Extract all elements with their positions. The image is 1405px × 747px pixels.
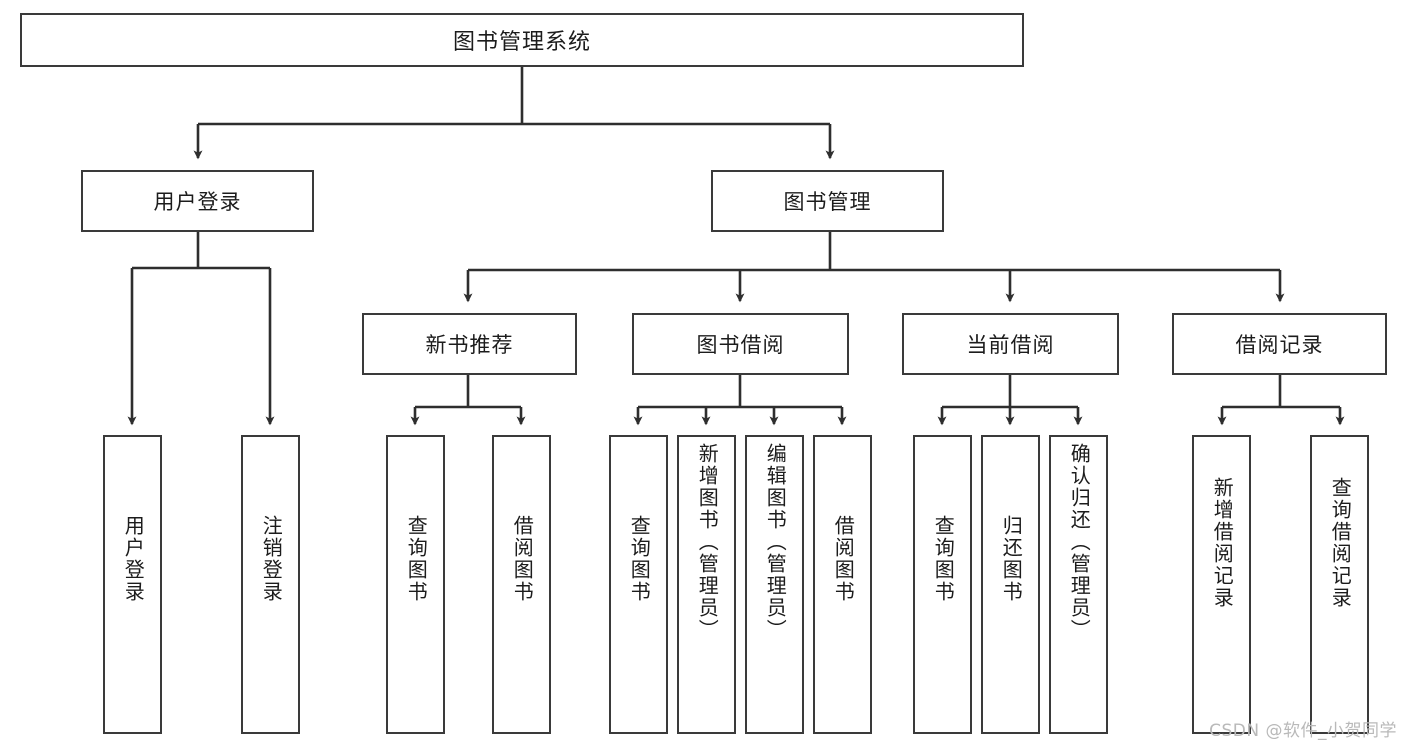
- node-leaf-confirm-return[interactable]: 确认归还（管理员）: [1049, 435, 1108, 734]
- node-leaf-borrow-book-2-label: 借阅图书: [831, 515, 856, 603]
- node-new-book-recommend-label: 新书推荐: [425, 333, 514, 357]
- node-leaf-query-record[interactable]: 查询借阅记录: [1310, 435, 1369, 734]
- node-leaf-query-record-label: 查询借阅记录: [1328, 477, 1353, 609]
- node-leaf-user-login[interactable]: 用户登录: [103, 435, 162, 734]
- node-book-manage-label: 图书管理: [783, 190, 872, 214]
- node-leaf-logout-login[interactable]: 注销登录: [241, 435, 300, 734]
- node-root[interactable]: 图书管理系统: [20, 13, 1024, 67]
- node-leaf-add-book-label: 新增图书（管理员）: [695, 443, 720, 641]
- node-user-login[interactable]: 用户登录: [81, 170, 314, 232]
- node-leaf-borrow-book-1-label: 借阅图书: [510, 515, 535, 603]
- node-new-book-recommend[interactable]: 新书推荐: [362, 313, 577, 375]
- node-leaf-confirm-return-label: 确认归还（管理员）: [1067, 443, 1092, 641]
- node-leaf-borrow-book-2[interactable]: 借阅图书: [813, 435, 872, 734]
- node-leaf-add-book[interactable]: 新增图书（管理员）: [677, 435, 736, 734]
- node-current-borrow-label: 当前借阅: [966, 333, 1055, 357]
- node-leaf-edit-book-label: 编辑图书（管理员）: [763, 443, 788, 641]
- node-leaf-add-record[interactable]: 新增借阅记录: [1192, 435, 1251, 734]
- node-leaf-query-book-1-label: 查询图书: [404, 515, 429, 603]
- node-leaf-user-login-label: 用户登录: [121, 515, 146, 603]
- node-leaf-query-book-2[interactable]: 查询图书: [609, 435, 668, 734]
- node-leaf-query-book-3-label: 查询图书: [931, 515, 956, 603]
- csdn-watermark: CSDN @软件_小贺同学: [1209, 721, 1397, 741]
- node-current-borrow[interactable]: 当前借阅: [902, 313, 1119, 375]
- node-leaf-return-book-label: 归还图书: [999, 515, 1024, 603]
- node-leaf-return-book[interactable]: 归还图书: [981, 435, 1040, 734]
- node-leaf-logout-login-label: 注销登录: [259, 515, 284, 603]
- node-book-borrow-label: 图书借阅: [696, 333, 785, 357]
- node-book-borrow[interactable]: 图书借阅: [632, 313, 849, 375]
- node-leaf-query-book-2-label: 查询图书: [627, 515, 652, 603]
- node-leaf-add-record-label: 新增借阅记录: [1210, 477, 1235, 609]
- node-root-label: 图书管理系统: [452, 30, 591, 55]
- node-user-login-label: 用户登录: [153, 190, 242, 214]
- node-leaf-query-book-1[interactable]: 查询图书: [386, 435, 445, 734]
- node-borrow-record[interactable]: 借阅记录: [1172, 313, 1387, 375]
- node-book-manage[interactable]: 图书管理: [711, 170, 944, 232]
- node-leaf-edit-book[interactable]: 编辑图书（管理员）: [745, 435, 804, 734]
- node-leaf-borrow-book-1[interactable]: 借阅图书: [492, 435, 551, 734]
- node-leaf-query-book-3[interactable]: 查询图书: [913, 435, 972, 734]
- node-borrow-record-label: 借阅记录: [1235, 333, 1324, 357]
